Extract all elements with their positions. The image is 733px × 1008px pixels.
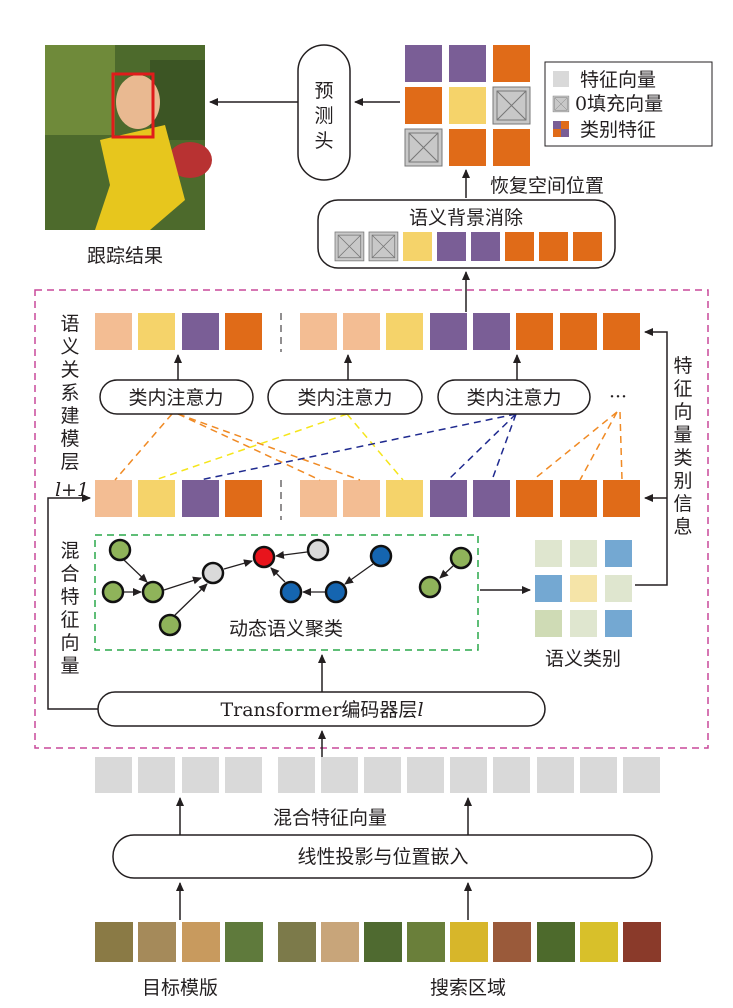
more-attention-ellipsis: ··· — [609, 386, 627, 408]
svg-text:息: 息 — [673, 516, 692, 538]
legend-padding-swatch — [552, 95, 570, 113]
category-info-arrows — [635, 328, 668, 586]
legend-category-swatch — [553, 121, 569, 137]
svg-text:量: 量 — [60, 655, 79, 677]
svg-text:l+1: l+1 — [55, 479, 89, 501]
face-bounding-box — [111, 72, 155, 139]
cluster-nodes — [101, 538, 473, 637]
intra-class-attention-1: 类内注意力 — [99, 379, 254, 415]
search-region-label: 搜索区域 — [430, 977, 506, 999]
svg-text:类: 类 — [673, 447, 692, 469]
svg-text:征: 征 — [60, 609, 79, 631]
restore-position-label: 恢复空间位置 — [490, 175, 604, 197]
svg-text:层: 层 — [60, 451, 79, 473]
semantic-category-label: 语义类别 — [545, 648, 621, 670]
svg-text:类内注意力: 类内注意力 — [128, 387, 223, 409]
legend-feature-swatch — [553, 71, 569, 87]
linear-projection-label: 线性投影与位置嵌入 — [297, 846, 468, 868]
mixed-feature-skip-arrow — [47, 494, 98, 710]
svg-text:关: 关 — [60, 359, 79, 381]
semantic-category-grid — [535, 540, 632, 637]
svg-text:系: 系 — [60, 382, 79, 404]
background-removal-label: 语义背景消除 — [409, 207, 523, 229]
svg-text:征: 征 — [673, 378, 692, 400]
svg-text:向: 向 — [673, 401, 692, 423]
mixed-feature-label: 混合特征向量 — [273, 807, 387, 829]
svg-text:合: 合 — [60, 563, 79, 585]
legend-item: 特征向量 — [580, 69, 656, 91]
tracking-result-label: 跟踪结果 — [87, 245, 163, 267]
prediction-head-char: 头 — [314, 130, 333, 152]
template-label: 目标模版 — [142, 977, 218, 999]
dynamic-clustering-label: 动态语义聚类 — [229, 618, 343, 640]
svg-text:别: 别 — [673, 470, 692, 492]
prediction-head-box — [297, 44, 351, 181]
mixed-feature-vertical-label: 混 合 特 征 向 量 — [60, 540, 79, 677]
cluster-edges — [123, 551, 454, 616]
template-patches — [95, 922, 263, 962]
relation-layer-label: 语 义 关 系 建 模 层 l+1 — [55, 313, 89, 501]
dynamic-clustering-box — [94, 534, 479, 651]
semantic-relation-module — [34, 289, 709, 749]
intra-class-attention-2: 类内注意力 — [267, 379, 423, 415]
prediction-head-char: 预 — [314, 80, 333, 102]
svg-text:义: 义 — [60, 336, 79, 358]
svg-text:类内注意力: 类内注意力 — [466, 387, 561, 409]
svg-text:向: 向 — [60, 632, 79, 654]
svg-text:信: 信 — [673, 493, 692, 515]
input-token-row — [95, 480, 640, 520]
svg-text:特: 特 — [673, 355, 692, 377]
background-removal-tokens — [334, 231, 602, 262]
search-patches — [278, 922, 661, 962]
category-info-vertical-label: 特 征 向 量 类 别 信 息 — [673, 355, 692, 538]
attention-links — [114, 411, 623, 481]
transformer-encoder-label: Transformer编码器层l — [220, 699, 423, 721]
svg-text:特: 特 — [60, 586, 79, 608]
svg-text:语: 语 — [60, 313, 79, 335]
svg-text:量: 量 — [673, 424, 692, 446]
svg-text:模: 模 — [60, 428, 79, 450]
svg-text:混: 混 — [60, 540, 79, 562]
output-token-row — [95, 313, 640, 352]
legend-item: 0填充向量 — [575, 93, 663, 115]
linear-projection-box — [112, 834, 653, 879]
restored-feature-grid — [404, 45, 531, 167]
prediction-head-char: 测 — [314, 105, 333, 127]
svg-text:类内注意力: 类内注意力 — [297, 387, 392, 409]
svg-text:建: 建 — [60, 405, 79, 427]
mixed-feature-tokens — [95, 757, 660, 793]
legend-item: 类别特征 — [580, 119, 656, 141]
tracking-result-image — [45, 45, 212, 230]
legend: 特征向量 0填充向量 类别特征 — [544, 61, 713, 147]
intra-class-attention-3: 类内注意力 — [437, 379, 591, 415]
